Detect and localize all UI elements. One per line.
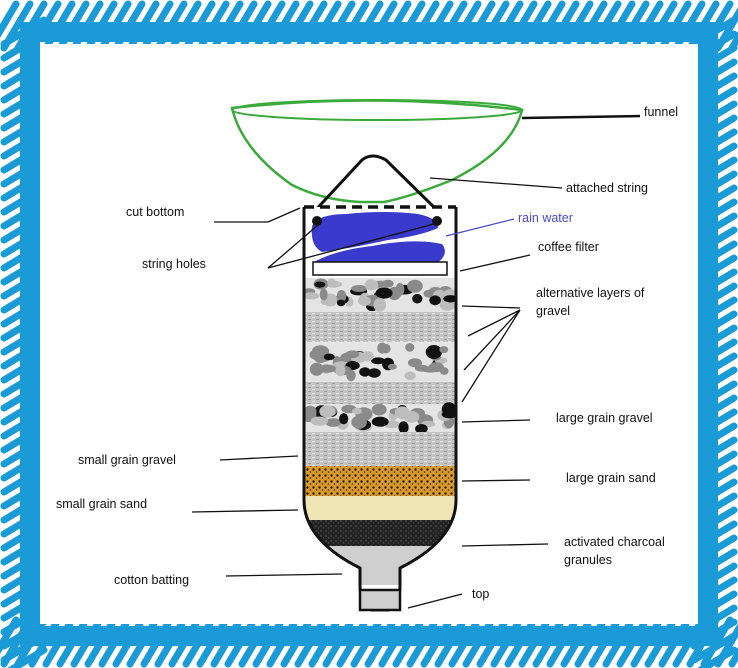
small-grain-sand-layer xyxy=(300,496,460,522)
label-alt-layers-line2: gravel xyxy=(536,304,570,318)
label-charcoal-line1: activated charcoal xyxy=(564,535,665,549)
label-top: top xyxy=(472,587,489,601)
gravel-stone xyxy=(352,408,362,415)
label-rain-water: rain water xyxy=(518,211,573,225)
gravel-stone xyxy=(412,294,422,304)
gravel-stone xyxy=(407,280,423,293)
fine-gravel-band xyxy=(300,382,460,404)
gravel-stone xyxy=(327,278,336,287)
label-small-grain-gravel: small grain gravel xyxy=(78,453,176,467)
gravel-stone xyxy=(399,421,409,433)
label-cut-bottom: cut bottom xyxy=(126,205,184,219)
gravel-stone xyxy=(346,350,360,358)
gravel-layers xyxy=(300,278,460,434)
label-alt-layers-line1: alternative layers of xyxy=(536,286,645,300)
gravel-stone xyxy=(339,413,348,424)
string-hole-left xyxy=(312,216,322,226)
gravel-stone xyxy=(314,282,325,288)
gravel-stone xyxy=(365,279,379,290)
gravel-stone xyxy=(426,345,442,359)
gravel-stone xyxy=(408,358,422,367)
gravel-stone xyxy=(311,417,329,426)
gravel-stone xyxy=(335,365,345,377)
small-grain-gravel-layer xyxy=(300,432,460,466)
label-funnel: funnel xyxy=(644,105,678,119)
gravel-stone xyxy=(324,354,335,361)
gravel-stone xyxy=(361,351,374,361)
label-string-holes: string holes xyxy=(142,257,206,271)
large-grain-sand-layer xyxy=(300,466,460,496)
gravel-stone xyxy=(429,295,441,305)
gravel-stone xyxy=(376,288,393,299)
gravel-stone xyxy=(371,357,385,364)
label-attached-string: attached string xyxy=(566,181,648,195)
gravel-stone xyxy=(320,289,328,301)
bottle-cap xyxy=(360,590,400,610)
label-cotton-batting: cotton batting xyxy=(114,573,189,587)
gravel-stone xyxy=(429,362,444,372)
gravel-stone xyxy=(310,350,323,360)
gravel-stone xyxy=(405,343,414,352)
gravel-stone xyxy=(374,298,387,312)
gravel-stone xyxy=(388,364,397,370)
gravel-stone xyxy=(372,417,389,427)
gravel-stone xyxy=(319,365,337,373)
gravel-stone xyxy=(368,368,381,377)
gravel-stone xyxy=(381,344,391,354)
gravel-stone xyxy=(404,372,415,381)
label-large-grain-gravel: large grain gravel xyxy=(556,411,653,425)
gravel-stone xyxy=(439,346,448,353)
label-charcoal-line2: granules xyxy=(564,553,612,567)
gravel-stone xyxy=(351,416,367,429)
coffee-filter xyxy=(313,262,447,275)
label-small-grain-sand: small grain sand xyxy=(56,497,147,511)
gravel-stone xyxy=(372,404,387,416)
label-coffee-filter: coffee filter xyxy=(538,240,599,254)
gravel-stone xyxy=(337,300,345,307)
gravel-stone xyxy=(358,296,371,306)
label-large-grain-sand: large grain sand xyxy=(566,471,656,485)
gravel-stone xyxy=(404,411,419,423)
gravel-stone xyxy=(325,418,341,427)
gravel-stone xyxy=(319,405,335,417)
fine-gravel-band xyxy=(300,312,460,342)
